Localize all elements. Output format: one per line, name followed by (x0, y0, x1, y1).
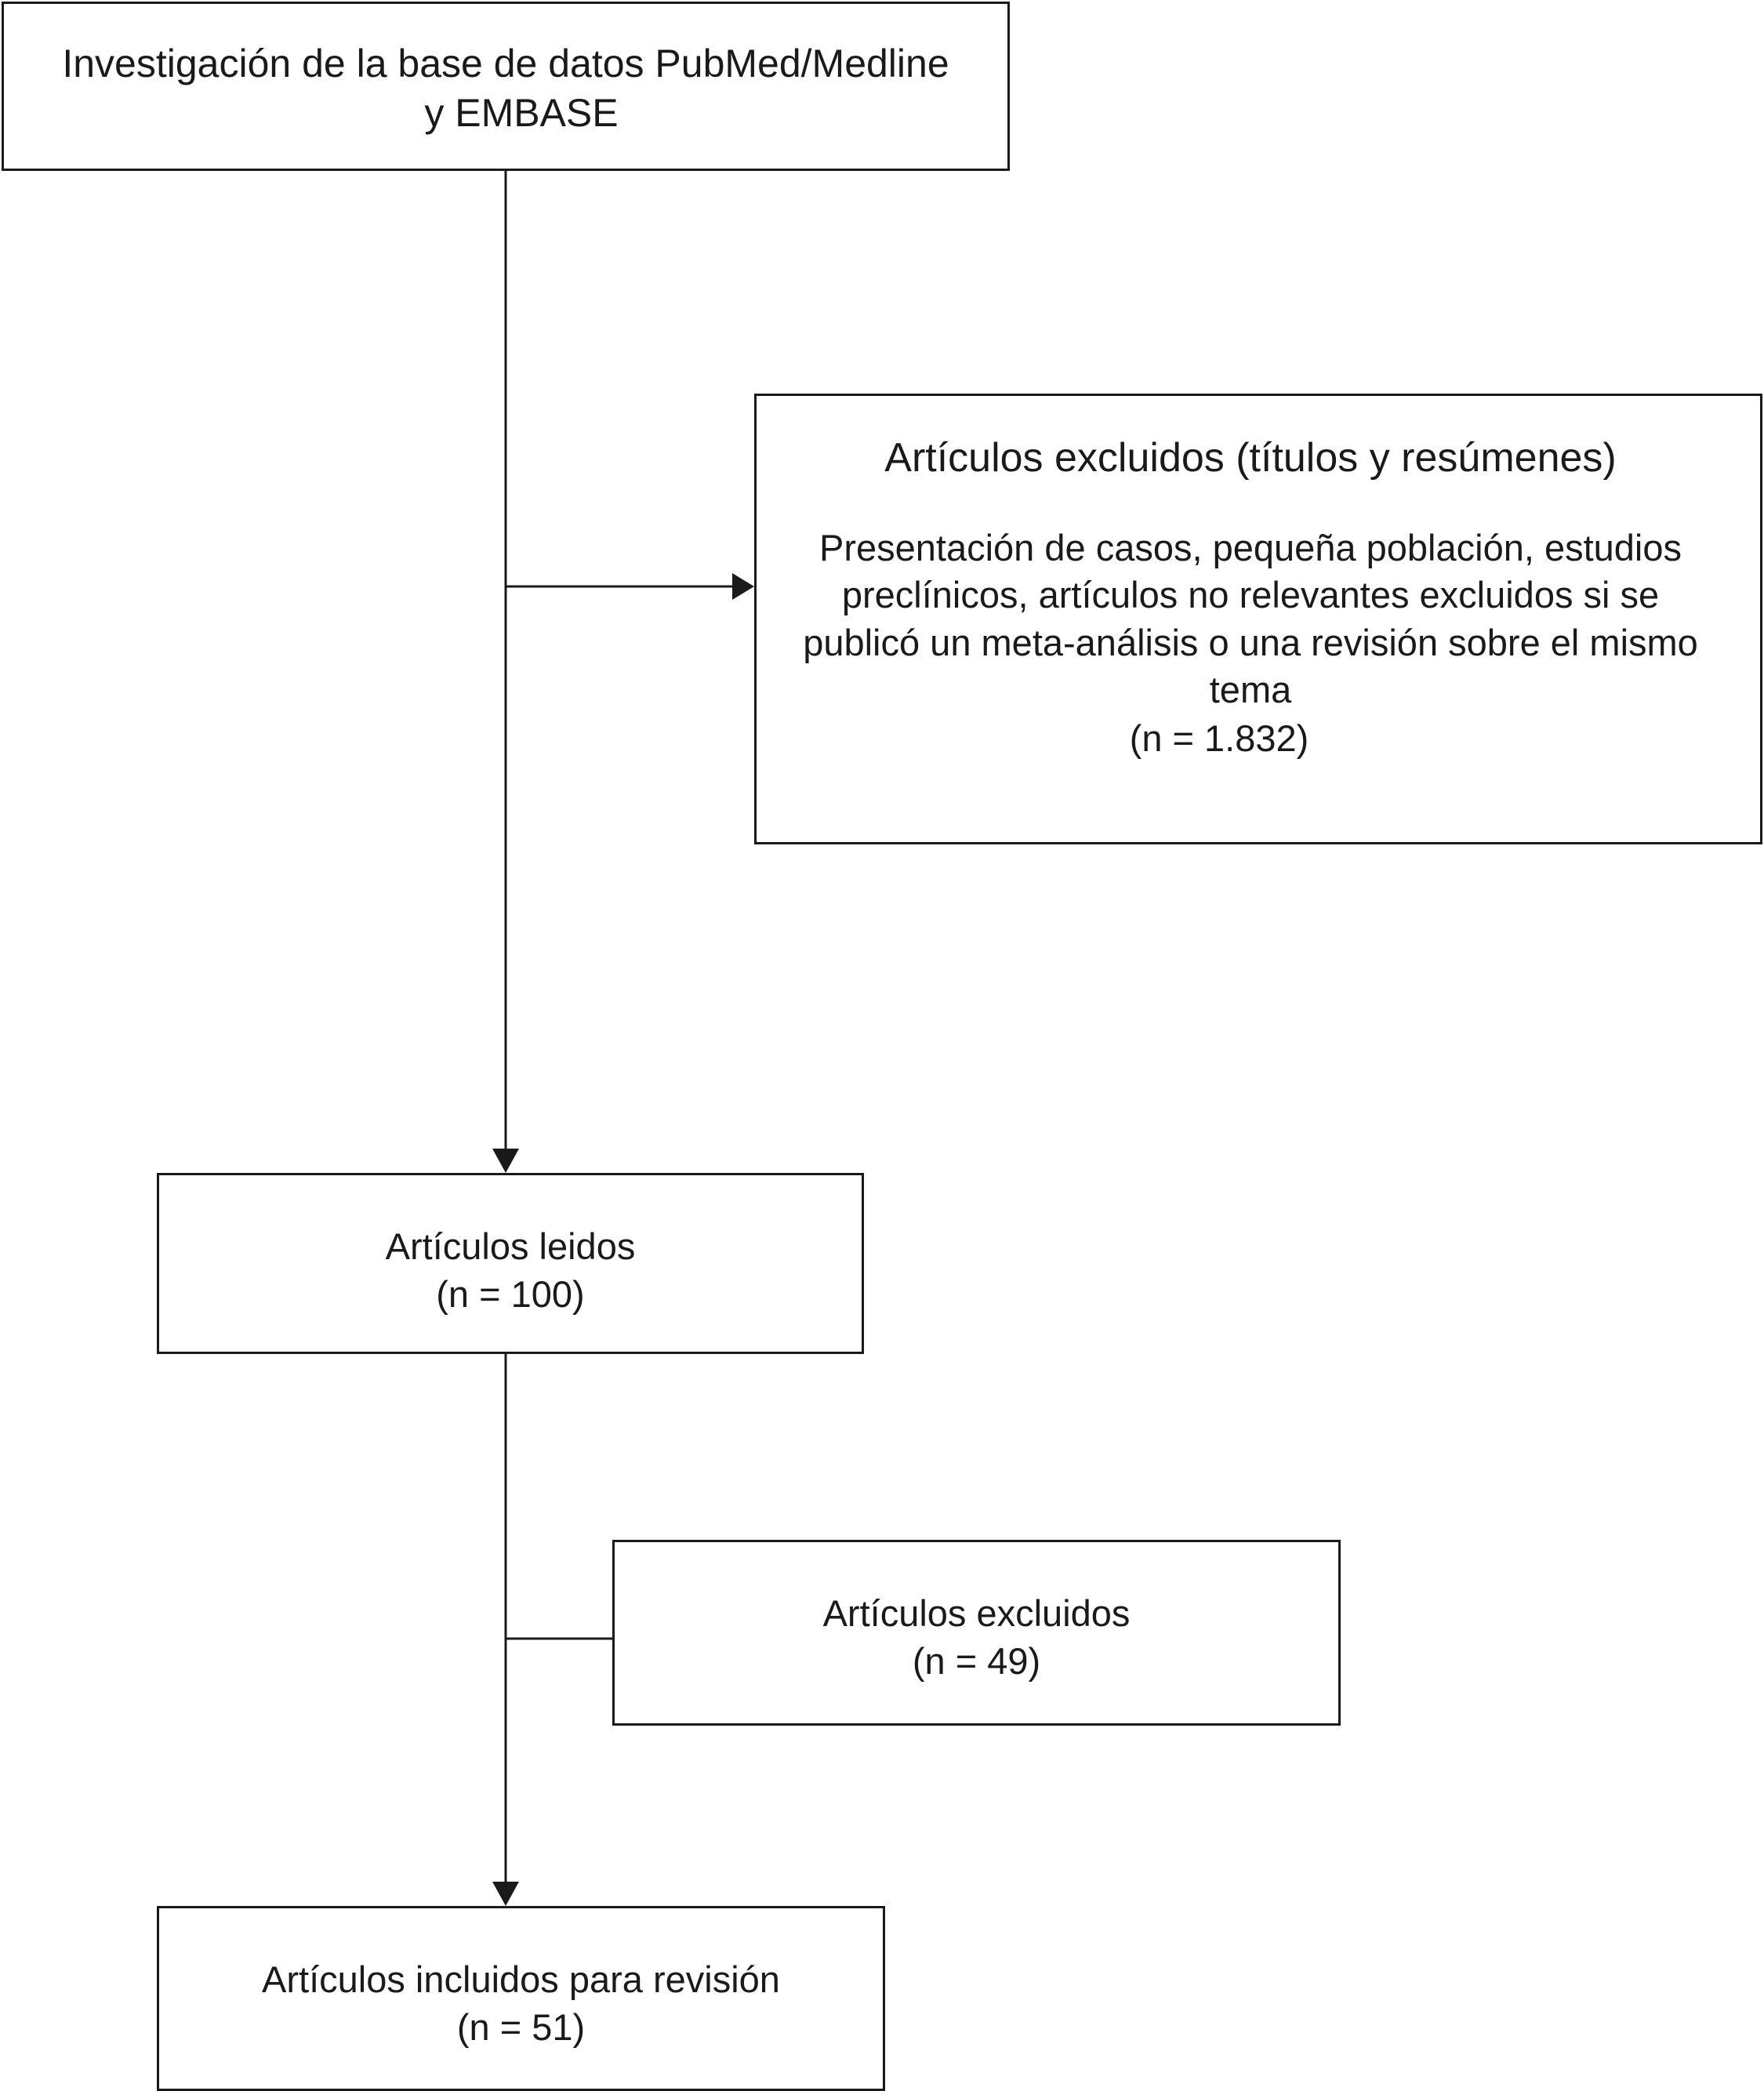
search-databases-box: Investigación de la base de datos PubMed… (2, 2, 1010, 171)
articles-excluded-count: (n = 49) (912, 1640, 1041, 1683)
search-box-line2: y EMBASE (424, 91, 619, 135)
articles-included-box: Artículos incluidos para revisión (n = 5… (157, 1906, 885, 2091)
excluded-titles-heading: Artículos excluidos (títulos y resúmenes… (884, 435, 1617, 481)
search-box-line1: Investigación de la base de datos PubMed… (62, 42, 949, 85)
excluded-titles-abstracts-box: Artículos excluidos (títulos y resúmenes… (754, 394, 1762, 844)
articles-included-count: (n = 51) (456, 2006, 586, 2049)
arrowhead-included (492, 1882, 519, 1906)
arrowhead-excluded-titles (732, 573, 754, 600)
arrowhead-read (492, 1149, 519, 1173)
excluded-titles-count: (n = 1.832) (1129, 717, 1309, 760)
articles-read-count: (n = 100) (436, 1273, 585, 1316)
articles-read-box: Artículos leidos (n = 100) (157, 1173, 864, 1354)
articles-excluded-label: Artículos excluidos (822, 1592, 1131, 1634)
articles-excluded-box: Artículos excluidos (n = 49) (612, 1540, 1341, 1726)
articles-read-label: Artículos leidos (385, 1225, 636, 1267)
excluded-titles-detail: Presentación de casos, pequeña población… (803, 526, 1698, 711)
articles-included-label: Artículos incluidos para revisión (262, 1958, 780, 2000)
